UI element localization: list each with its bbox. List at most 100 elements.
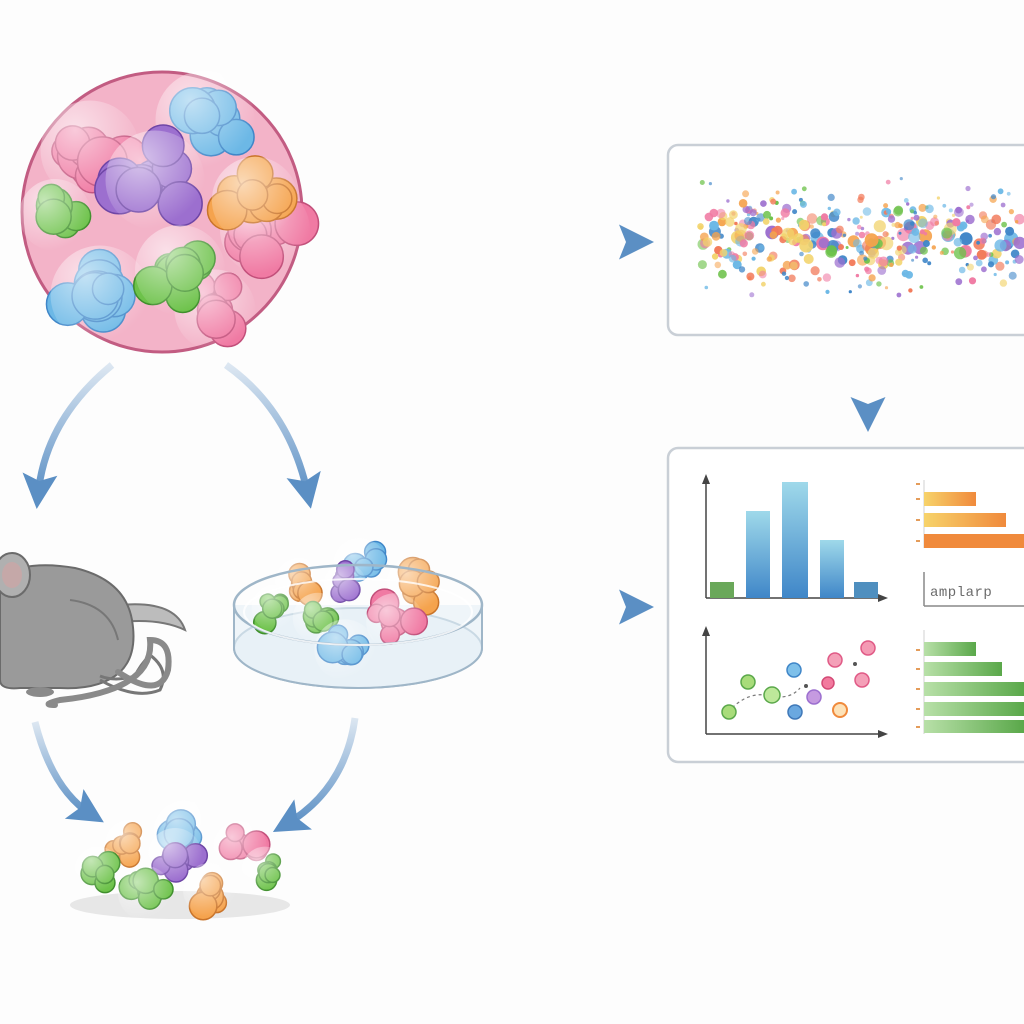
sequencing-dot <box>906 202 910 206</box>
sequencing-dot <box>769 231 778 239</box>
scatter-point <box>821 676 835 690</box>
arrow-dish-to-xenograft <box>272 717 359 833</box>
xenograft-cluster <box>70 800 290 921</box>
cell-lobe <box>314 619 376 681</box>
sequencing-dot <box>994 239 1007 252</box>
hbar <box>924 720 1024 733</box>
cell-lobe <box>19 179 92 251</box>
sequencing-dot <box>763 210 771 219</box>
vbar <box>746 511 770 598</box>
sequencing-dot <box>864 266 870 272</box>
sequencing-dot <box>918 218 928 229</box>
sequencing-dot <box>1013 236 1024 250</box>
sequencing-dot <box>855 231 860 236</box>
sequencing-dot <box>895 248 902 256</box>
sequencing-dot <box>981 266 987 273</box>
sequencing-dot <box>1005 226 1015 236</box>
sequencing-dot <box>864 233 879 248</box>
petri-dish <box>232 538 484 689</box>
sequencing-dot <box>711 231 721 241</box>
cell-lobe <box>45 245 150 345</box>
sequencing-dot <box>742 205 750 214</box>
sequencing-dot <box>959 232 973 246</box>
scatter-point <box>763 686 781 704</box>
sequencing-dot <box>834 257 846 268</box>
sequencing-dot <box>732 260 742 270</box>
arrow-tumor-to-mouse <box>22 362 115 509</box>
sequencing-dot <box>857 284 863 289</box>
scatter-point <box>740 674 756 690</box>
sequencing-dot <box>856 224 862 230</box>
analysis-panel: amplarp <box>666 446 1024 764</box>
sequencing-dot <box>792 209 798 215</box>
sequencing-dot <box>918 203 927 212</box>
sequencing-dot <box>698 225 703 230</box>
sequencing-dot <box>766 256 772 262</box>
sequencing-dot <box>799 238 814 253</box>
sequencing-dot <box>820 213 829 221</box>
sequencing-dot <box>925 204 934 214</box>
sequencing-dot <box>825 289 830 294</box>
sequencing-dot <box>1000 202 1006 208</box>
scatter-chart <box>702 626 888 738</box>
tumor-cluster <box>19 70 320 354</box>
sequencing-dot <box>810 266 820 276</box>
sequencing-dot <box>979 237 987 245</box>
sequencing-dot <box>899 177 903 181</box>
sequencing-dot <box>798 219 810 231</box>
sequencing-dot <box>997 188 1004 195</box>
sequencing-dot <box>873 220 886 233</box>
sequencing-dot <box>716 208 726 219</box>
vertical-bar-chart <box>702 474 888 602</box>
scatter-point <box>786 662 802 678</box>
sequencing-dot <box>735 223 747 235</box>
sequencing-dot <box>936 196 941 200</box>
cell-lobe <box>206 155 299 244</box>
sequencing-dot <box>1001 221 1007 228</box>
sequencing-dot <box>762 218 770 225</box>
sequencing-dot <box>845 246 849 249</box>
sequencing-dot <box>908 288 913 293</box>
cell-lobe <box>183 863 237 921</box>
sequencing-dot <box>697 260 707 270</box>
sequencing-dot <box>955 206 962 214</box>
sequencing-dot <box>739 239 748 248</box>
sequencing-dot <box>714 261 722 269</box>
sequencing-dot <box>896 292 902 298</box>
sequencing-dot <box>896 245 902 251</box>
sequencing-dot <box>910 216 914 220</box>
sequencing-dot <box>898 223 903 229</box>
sequencing-dot <box>898 231 902 235</box>
sequencing-dot <box>836 225 844 234</box>
sequencing-dot <box>951 213 956 217</box>
sequencing-dot <box>876 281 882 287</box>
sequencing-dot <box>955 278 963 286</box>
sequencing-dot <box>726 199 730 203</box>
sequencing-dot <box>903 198 909 203</box>
sequencing-dot <box>889 262 894 267</box>
mouse-illustration <box>0 552 187 708</box>
sequencing-dot <box>780 208 790 218</box>
sequencing-dot <box>965 214 975 225</box>
sequencing-dot <box>883 203 889 209</box>
sequencing-dot <box>822 222 827 227</box>
sequencing-dot <box>948 208 953 213</box>
sequencing-dot <box>852 217 860 225</box>
sequencing-dot <box>751 248 759 255</box>
sequencing-dot <box>789 261 798 270</box>
sequencing-dot <box>848 290 852 294</box>
sequencing-dot <box>781 216 785 221</box>
sequencing-dot <box>734 221 738 226</box>
sequencing-dot <box>882 231 889 238</box>
sequencing-dot <box>847 217 851 222</box>
sequencing-dot <box>738 266 746 273</box>
sequencing-dot <box>775 190 780 195</box>
sequencing-dot <box>708 182 713 186</box>
sequencing-dot <box>803 254 814 264</box>
sequencing-dot <box>885 179 891 185</box>
sequencing-dot <box>1008 271 1017 280</box>
sequencing-dot <box>719 249 728 257</box>
sequencing-dot <box>744 217 752 225</box>
sequencing-dot <box>868 274 876 282</box>
